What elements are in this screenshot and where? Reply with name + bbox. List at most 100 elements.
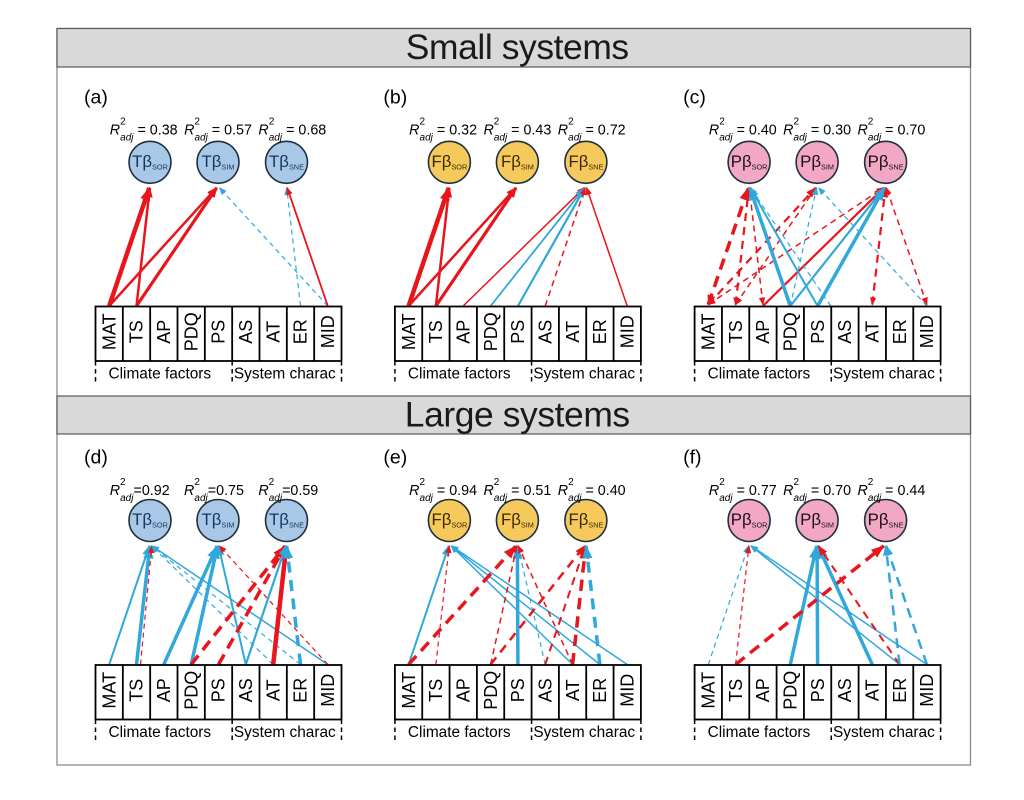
svg-text:MAT: MAT (399, 313, 419, 350)
svg-text:AT: AT (263, 321, 283, 343)
svg-text:TS: TS (426, 320, 446, 343)
svg-text:PS: PS (209, 678, 229, 702)
svg-text:AS: AS (236, 320, 256, 344)
svg-text:PDQ: PDQ (181, 312, 201, 351)
svg-text:TβSIM: TβSIM (202, 152, 235, 172)
svg-text:Climate factors: Climate factors (408, 365, 511, 382)
svg-text:System charac: System charac (234, 724, 336, 741)
svg-text:(a): (a) (84, 87, 108, 109)
svg-text:PS: PS (209, 320, 229, 344)
svg-text:MAT: MAT (698, 313, 718, 350)
svg-text:Large systems: Large systems (405, 395, 630, 435)
svg-text:TβSOR: TβSOR (132, 152, 168, 172)
svg-text:FβSNE: FβSNE (568, 152, 603, 172)
svg-text:(e): (e) (383, 446, 407, 468)
svg-text:Small systems: Small systems (406, 27, 629, 67)
svg-text:ER: ER (590, 678, 610, 703)
svg-text:PβSNE: PβSNE (868, 152, 904, 172)
svg-text:TβSOR: TβSOR (132, 510, 168, 530)
svg-text:ER: ER (590, 319, 610, 344)
svg-text:AT: AT (563, 679, 583, 701)
svg-text:PS: PS (808, 678, 828, 702)
svg-text:TS: TS (127, 320, 147, 343)
svg-text:TS: TS (426, 679, 446, 702)
svg-text:ER: ER (890, 678, 910, 703)
svg-text:MID: MID (617, 674, 637, 707)
svg-text:(d): (d) (84, 446, 108, 468)
svg-text:PβSIM: PβSIM (800, 152, 834, 172)
svg-text:(b): (b) (383, 87, 407, 109)
svg-text:MID: MID (917, 674, 937, 707)
svg-text:FβSOR: FβSOR (432, 510, 468, 530)
svg-text:Climate factors: Climate factors (109, 724, 212, 741)
svg-text:PS: PS (808, 320, 828, 344)
svg-text:AT: AT (263, 679, 283, 701)
svg-text:Climate factors: Climate factors (708, 365, 811, 382)
svg-text:PDQ: PDQ (481, 671, 501, 710)
svg-text:AT: AT (862, 679, 882, 701)
svg-text:AP: AP (453, 678, 473, 702)
svg-text:MID: MID (917, 315, 937, 348)
svg-text:System charac: System charac (833, 365, 935, 382)
svg-text:MAT: MAT (399, 672, 419, 709)
svg-text:PDQ: PDQ (780, 312, 800, 351)
svg-text:TS: TS (726, 320, 746, 343)
svg-text:(f): (f) (683, 446, 701, 468)
svg-text:AP: AP (154, 320, 174, 344)
svg-text:PDQ: PDQ (780, 671, 800, 710)
svg-text:TβSIM: TβSIM (202, 510, 235, 530)
svg-text:PβSIM: PβSIM (800, 510, 834, 530)
svg-text:AS: AS (835, 320, 855, 344)
svg-text:FβSOR: FβSOR (432, 152, 468, 172)
svg-text:ER: ER (291, 678, 311, 703)
svg-text:System charac: System charac (833, 724, 935, 741)
svg-text:AT: AT (563, 321, 583, 343)
svg-text:MID: MID (617, 315, 637, 348)
svg-text:TS: TS (726, 679, 746, 702)
svg-text:(c): (c) (683, 87, 706, 109)
svg-text:FβSIM: FβSIM (501, 152, 534, 172)
svg-text:PβSOR: PβSOR (731, 510, 768, 530)
svg-text:ER: ER (890, 319, 910, 344)
svg-text:Climate factors: Climate factors (708, 724, 811, 741)
svg-text:MAT: MAT (99, 672, 119, 709)
svg-text:AP: AP (753, 678, 773, 702)
svg-text:PβSNE: PβSNE (868, 510, 904, 530)
svg-text:AS: AS (835, 678, 855, 702)
svg-text:AP: AP (154, 678, 174, 702)
svg-text:MID: MID (318, 674, 338, 707)
svg-text:PS: PS (508, 678, 528, 702)
svg-text:TβSNE: TβSNE (269, 510, 304, 530)
svg-text:PDQ: PDQ (481, 312, 501, 351)
svg-text:TS: TS (127, 679, 147, 702)
svg-text:FβSNE: FβSNE (568, 510, 603, 530)
svg-text:System charac: System charac (533, 724, 635, 741)
svg-text:AS: AS (236, 678, 256, 702)
svg-text:AT: AT (862, 321, 882, 343)
svg-text:MID: MID (318, 315, 338, 348)
svg-text:System charac: System charac (533, 365, 635, 382)
svg-text:AP: AP (453, 320, 473, 344)
svg-text:PDQ: PDQ (181, 671, 201, 710)
svg-text:ER: ER (291, 319, 311, 344)
svg-text:Climate factors: Climate factors (408, 724, 511, 741)
svg-text:TβSNE: TβSNE (269, 152, 304, 172)
svg-text:MAT: MAT (698, 672, 718, 709)
